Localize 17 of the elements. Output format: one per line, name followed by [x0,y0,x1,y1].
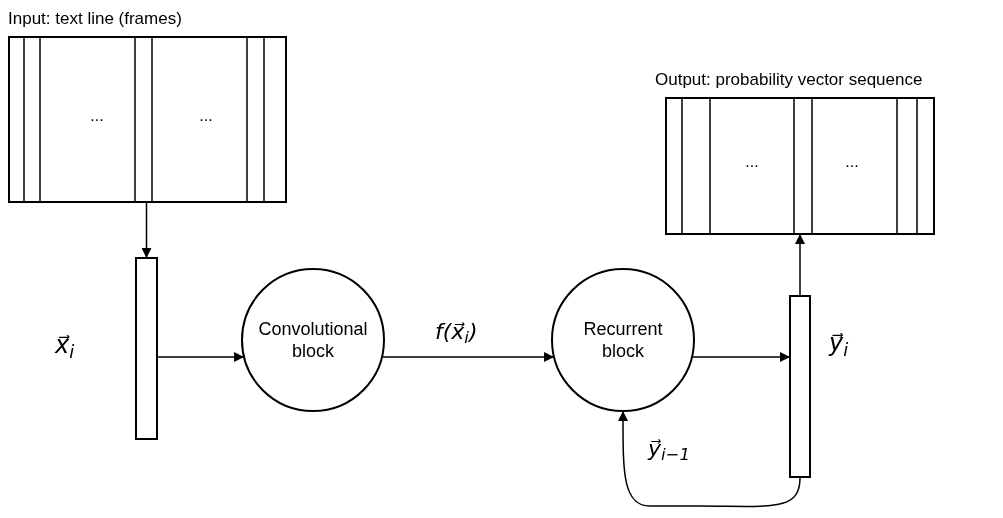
arrow [795,234,805,296]
heading-text: Input: text line (frames) [8,8,182,30]
ellipsis-text: ... [745,152,759,172]
ellipsis-text: ... [845,152,859,172]
frame-sequence-box [8,36,287,203]
vector-label: x⃗$_{i}$ [55,330,75,363]
vector-bar [789,295,811,478]
frame-sequence-box [665,97,935,235]
vector-label: y⃗$_{i}$ [829,328,849,361]
ellipsis-text: ... [199,105,213,126]
arrow [141,202,152,258]
ellipsis-text: ... [90,105,104,126]
arrow [618,411,801,508]
block-label: Recurrent block [582,317,664,363]
block-label: Convolutional block [257,317,369,363]
heading-text: Output: probability vector sequence [655,69,923,91]
vector-bar [135,257,158,440]
